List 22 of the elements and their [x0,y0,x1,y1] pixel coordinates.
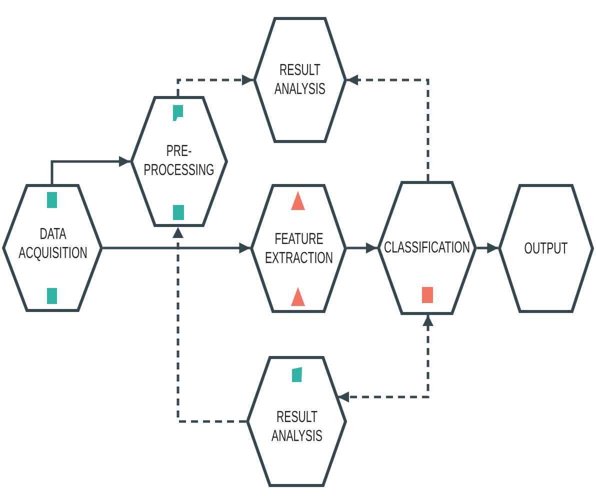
dashed-arrow [347,74,430,181]
node-label: RESULT ANALYSIS [270,408,323,446]
node-label: RESULT ANALYSIS [274,61,326,99]
arrow [346,242,377,254]
node-label: PRE-PROCESSING [142,142,216,180]
node-label: CLASSIFICATION [384,238,470,258]
dashed-double-arrow [338,315,434,402]
arrow [103,242,250,254]
process-hexagon [377,181,477,315]
node-label: FEATURE EXTRACTION [263,230,334,268]
process-hexagon [250,184,347,313]
dashed-arrow [176,74,253,96]
node-label: DATA ACQUISITION [17,225,88,263]
arrow [477,242,498,254]
process-hexagon [246,356,347,487]
dashed-arrow [172,227,246,423]
process-hexagon [253,17,347,143]
process-hexagon [2,184,103,312]
process-hexagon [130,96,228,227]
node-label: OUTPUT [524,239,568,258]
arrow [50,156,130,184]
process-hexagon [498,184,594,313]
